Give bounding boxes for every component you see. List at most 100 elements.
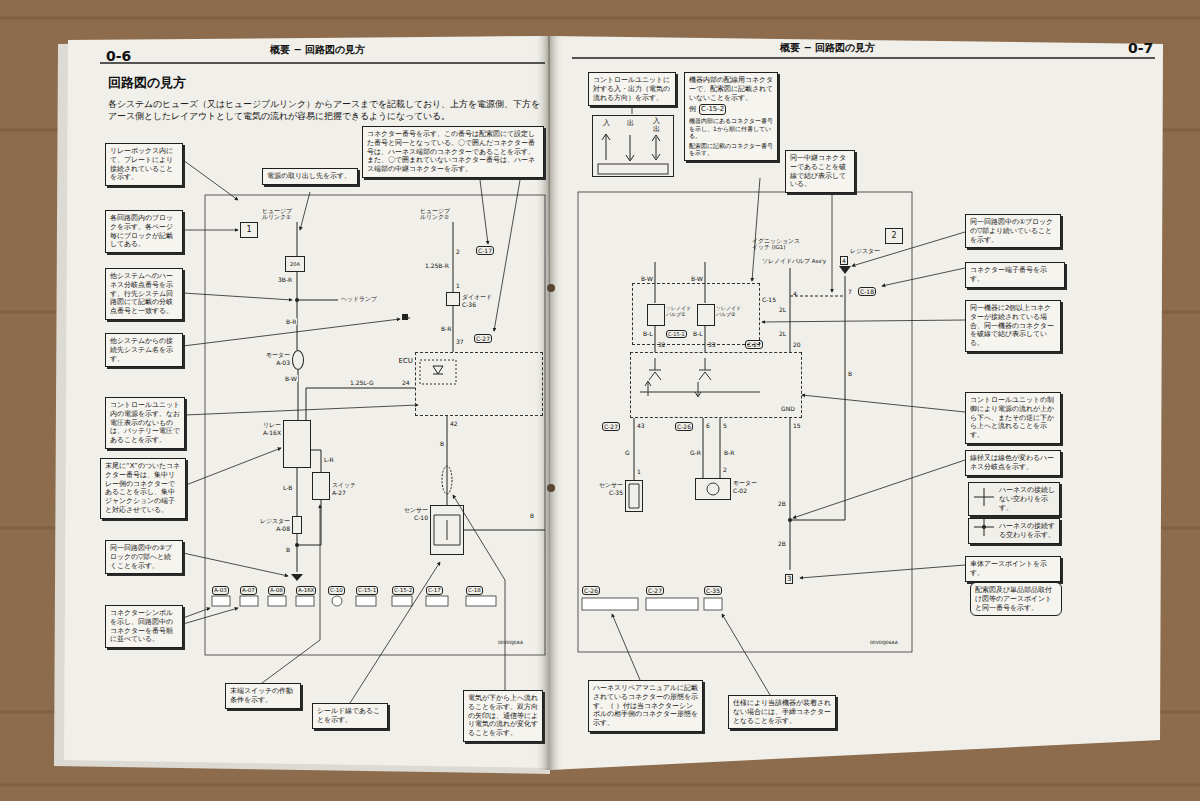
pin-label: B-W xyxy=(641,275,653,282)
callout-text: コネクターシンボルを示し、回路図中のコネクターを番号順に並べている。 xyxy=(110,609,178,644)
wire-color: B xyxy=(439,440,445,447)
wire xyxy=(297,222,545,572)
connector-number: A-08 xyxy=(268,586,285,595)
wood-grain xyxy=(0,18,1200,785)
binder-hole xyxy=(547,484,555,492)
callout-text: 車体アースポイントを示す。 xyxy=(970,560,1056,578)
sensor-symbol: センサーC-10 xyxy=(430,505,464,555)
connector-symbol xyxy=(268,596,286,606)
part-name: ヒュージブルリンク① xyxy=(262,208,292,221)
wire-color: L-R xyxy=(323,456,335,463)
part-name: C-15 xyxy=(762,296,776,304)
leader-line xyxy=(832,192,833,292)
callout-text: 仕様により当該機器が装着されない場合には、手締コネクターとなることを示す。 xyxy=(733,699,831,725)
sensor-symbol: センサーC-35 xyxy=(625,480,643,512)
leader-line xyxy=(612,614,640,680)
connector-number: C-15-1 xyxy=(356,586,378,595)
callout-box: 末端スイッチの作動条件を示す。 xyxy=(225,683,301,709)
callout-box: コネクター番号を示す。この番号は配索図にて設定した番号と同一となっている。〇で囲… xyxy=(362,126,544,178)
page-stack xyxy=(54,36,550,774)
callout-box: ハーネスの接続する交わりを示す。 xyxy=(968,518,1060,544)
connector-symbol xyxy=(646,598,698,610)
part-name: モーター xyxy=(266,351,290,359)
callout-text: 他システムへのハーネス分岐点番号を示す。行先システム回路図にて記載の分岐点番号と… xyxy=(110,272,178,316)
callout-text: シールド線であることを示す。 xyxy=(317,707,383,725)
header-rule xyxy=(100,58,1155,63)
connector-symbol xyxy=(392,596,412,606)
part-name: スイッチ xyxy=(332,481,356,489)
part-name: 出 xyxy=(627,119,634,128)
callout-box: ハーネスリペアマニュアルに記載されているコネクターの形態を示す。（ ）付は当コネ… xyxy=(588,680,703,732)
part-name: 1 xyxy=(241,223,257,237)
junction-dot xyxy=(982,525,986,529)
pin-label: 2B xyxy=(778,500,786,507)
part-name: ソレノイドバルブ① xyxy=(666,305,693,317)
callout-text: コントロールユニットの制御により電源の流れが上から下へ、またその逆に下から上へと… xyxy=(970,396,1056,440)
part-name: A-27 xyxy=(332,489,346,497)
page-header: 0-7 xyxy=(1128,40,1153,57)
callout-text: コントロールユニットに対する入・出力（電気の流れる方向）を示す。 xyxy=(593,76,671,102)
pin-label: 2 xyxy=(723,466,727,473)
part-name: ヒュージブルリンク② xyxy=(420,208,450,221)
callout-text: 例 xyxy=(689,105,696,114)
connector-symbol xyxy=(332,596,342,606)
callout-box: 他システムへのハーネス分岐点番号を示す。行先システム回路図にて記載の分岐点番号と… xyxy=(105,268,183,320)
wire-color: G-R xyxy=(689,449,702,456)
callout-box: 線径又は線色が変わるハーネス分岐点を示す。 xyxy=(965,450,1061,476)
wire-connector xyxy=(634,418,635,480)
wire-color: G xyxy=(624,449,631,456)
leader-lines xyxy=(183,104,965,703)
pin-label: B xyxy=(286,546,290,553)
callout-text: 配索図に記載のコネクター番号を示す。 xyxy=(689,142,773,157)
connector-mark xyxy=(402,314,408,320)
pin-label: B xyxy=(530,512,534,519)
pin-label: ヘッドランプ xyxy=(341,296,377,303)
callout-text: コネクター端子番号を示す。 xyxy=(970,266,1060,284)
callout-text: 同一回路図中の①ブロックの▽部より続いていることを示す。 xyxy=(970,218,1056,244)
wire xyxy=(655,262,845,570)
wire-color: B-L xyxy=(692,330,704,337)
part-name: A-03 xyxy=(276,359,290,367)
leader-line xyxy=(183,608,210,618)
fuse-symbol: 20A xyxy=(285,256,305,272)
callout-box: 仕様により当該機器が装着されない場合には、手締コネクターとなることを示す。 xyxy=(728,695,836,729)
wire-connector xyxy=(297,272,298,350)
left-page xyxy=(64,36,550,768)
connector-number: C-17 xyxy=(426,586,443,595)
connector-number: C-18 xyxy=(858,287,876,296)
callout-box: 配索図及び単品部品取付け図等のアースポイントと同一番号を示す。 xyxy=(970,582,1062,616)
leader-line xyxy=(480,180,488,244)
pin-label: 3B-R xyxy=(278,276,292,283)
connector-number: C-18 xyxy=(466,586,483,595)
wire-color: B-R xyxy=(723,449,735,456)
pin-label: 24 xyxy=(402,379,410,386)
pin-label: 33 xyxy=(708,341,716,348)
page-spine xyxy=(534,36,564,770)
part-name: イグニッションスイッチ (IG1) xyxy=(752,238,800,251)
connector-symbols xyxy=(212,596,496,606)
callout-box: 同一中継コネクターであることを破線で結び表示している。 xyxy=(785,150,855,193)
leader-line xyxy=(186,448,281,485)
part-name: 入 xyxy=(603,119,610,128)
pin-label: 20 xyxy=(793,341,801,348)
transistor-symbol xyxy=(640,358,760,392)
connector-symbol xyxy=(466,596,496,606)
pin-label: 15 xyxy=(793,422,801,429)
ground-mark xyxy=(839,266,851,274)
pin-label: 2 xyxy=(456,248,460,255)
part-name: ソレノイドバルブ② xyxy=(716,305,743,317)
callout-text: コントロールユニット内の電源を示す。なお電圧表示のないものは、バッテリー電圧であ… xyxy=(110,401,180,445)
connector-number: C-27 xyxy=(602,422,620,431)
connector-symbol xyxy=(426,596,448,606)
callout-text: 各回路図内のブロックを示す。各ページ毎にブロックが記載してある。 xyxy=(110,214,178,249)
callout-text: 末尾に“X”のついたコネクター番号は、集中リレー側のコネクターであることを示し、… xyxy=(105,462,181,515)
callout-text: ハーネスの接続しない交わりを示す。 xyxy=(999,486,1055,512)
section-title: 回路図の見方 xyxy=(108,74,186,92)
callout-box: 同一回路図中の①ブロックの▽部より続いていることを示す。 xyxy=(965,214,1061,248)
wire-connector xyxy=(447,416,448,505)
wire-color: B-R xyxy=(285,318,297,325)
callout-box: コントロールユニット内の電源を示す。なお電圧表示のないものは、バッテリー電圧であ… xyxy=(105,397,185,449)
connector-symbols xyxy=(582,598,722,610)
leader-line xyxy=(752,178,760,281)
callout-text: 機器内部の配線用コネクターで、配索図に記載されていないことを示す。 xyxy=(689,76,773,102)
